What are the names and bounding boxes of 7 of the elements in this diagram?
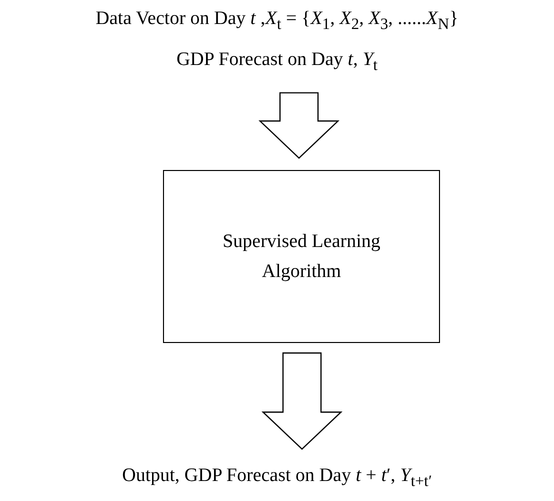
process-box — [163, 170, 440, 343]
text-label: GDP Forecast on Day t, Y$_{t}$ — [176, 48, 378, 76]
block-arrow — [262, 352, 342, 450]
text-label: Data Vector on Day t ,X$_{t}$ = {X$_{1}$, X$_{2}$, X$_{3}$, ......X$_{N}$} — [96, 7, 458, 35]
box-label: Supervised Learning Algorithm — [222, 230, 382, 284]
block-arrow — [258, 92, 340, 159]
text-label: Output, GDP Forecast on Day t+t′, Y$_{t+t′}$ — [122, 464, 432, 492]
